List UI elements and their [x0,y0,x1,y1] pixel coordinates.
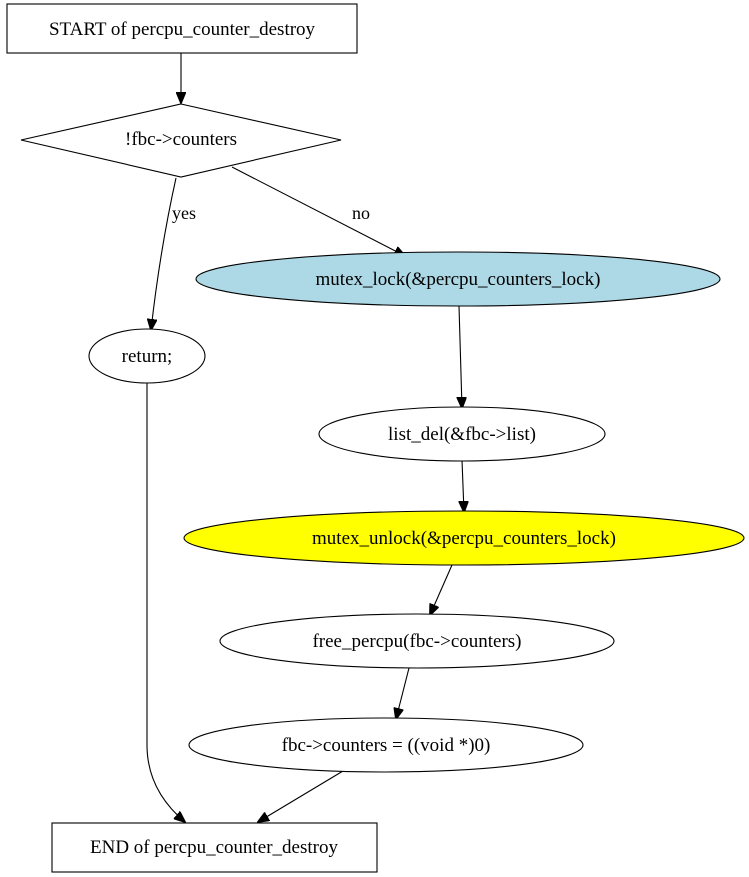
edge-assign-to-end [258,770,344,822]
node-free-percpu-label: free_percpu(fbc->counters) [312,631,521,652]
node-end: END of percpu_counter_destroy [51,822,378,873]
node-assign-null-label: fbc->counters = ((void *)0) [282,735,491,756]
node-list-del: list_del(&fbc->list) [318,406,606,462]
node-mutex-lock: mutex_lock(&percpu_counters_lock) [195,251,721,307]
node-return: return; [88,328,206,384]
edge-return-to-end [146,383,185,822]
edge-free-to-assign [396,667,410,719]
edge-cond-no-to-lock [231,166,405,256]
edge-unlock-to-free [430,564,453,615]
node-assign-null: fbc->counters = ((void *)0) [188,717,584,773]
node-end-label: END of percpu_counter_destroy [90,837,338,858]
node-mutex-unlock: mutex_unlock(&percpu_counters_lock) [183,510,745,566]
edge-cond-yes-to-return [151,177,177,330]
edge-label-yes: yes [172,203,196,223]
edge-listdel-to-unlock [462,459,464,512]
node-free-percpu: free_percpu(fbc->counters) [219,613,615,669]
node-start-label: START of percpu_counter_destroy [49,19,316,40]
node-mutex-unlock-label: mutex_unlock(&percpu_counters_lock) [312,528,616,549]
edge-lock-to-listdel [459,305,462,408]
node-mutex-lock-label: mutex_lock(&percpu_counters_lock) [316,269,601,290]
node-return-label: return; [122,346,173,367]
edge-label-no: no [352,203,370,223]
node-list-del-label: list_del(&fbc->list) [388,424,536,445]
node-start: START of percpu_counter_destroy [6,3,358,54]
node-condition: !fbc->counters [20,103,342,178]
node-condition-label: !fbc->counters [125,129,237,150]
